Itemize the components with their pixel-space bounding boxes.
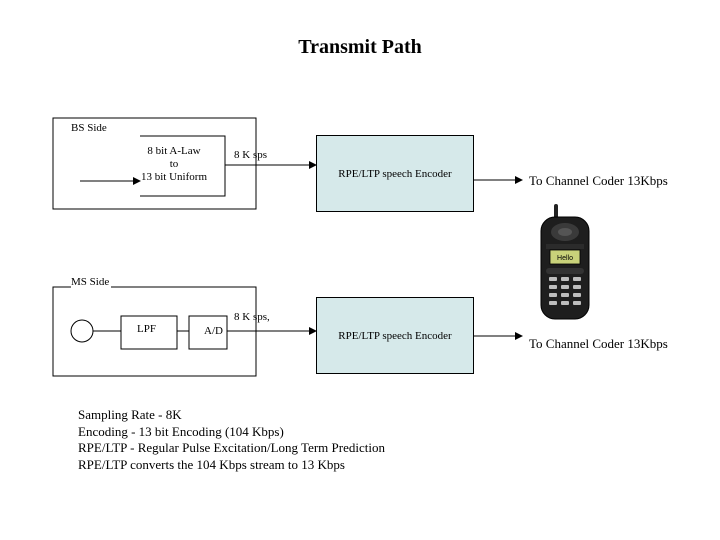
bs-converter-line-3: 13 bit Uniform [141, 171, 207, 183]
bs-converter-box [140, 135, 226, 197]
note-line-4: RPE/LTP converts the 104 Kbps stream to … [78, 456, 345, 472]
ms-output-label: To Channel Coder 13Kbps [529, 336, 668, 351]
bs-side-label: BS Side [71, 122, 107, 134]
bs-encoder-box [316, 135, 474, 212]
ms-ad-box [188, 315, 228, 350]
phone-screen-text: Hello [557, 255, 573, 262]
bs-converter-line-1: 8 bit A-Law [147, 145, 201, 157]
ms-lpf-box [120, 315, 178, 350]
ms-rate-label: 8 K sps, [234, 311, 270, 323]
microphone-icon [70, 319, 94, 343]
note-line-3: RPE/LTP - Regular Pulse Excitation/Long … [78, 440, 385, 455]
bs-rate-label: 8 K sps [234, 149, 268, 161]
ms-encoder-box [316, 297, 474, 374]
notes-block: Sampling Rate - 8K Encoding - 13 bit Enc… [78, 407, 385, 473]
bs-side-panel [52, 117, 257, 210]
bs-output-label: To Channel Coder 13Kbps [529, 173, 668, 188]
bs-converter-line-2: to [169, 158, 179, 170]
ms-ad-label: A/D [204, 325, 223, 337]
bs-encoder-label: RPE/LTP speech Encoder [338, 168, 452, 180]
ms-lpf-label: LPF [137, 323, 156, 335]
ms-encoder-label: RPE/LTP speech Encoder [338, 330, 452, 342]
ms-side-label: MS Side [71, 276, 112, 288]
note-line-1: Sampling Rate - 8K [78, 407, 182, 422]
note-line-2: Encoding - 13 bit Encoding (104 Kbps) [78, 423, 284, 439]
mobile-phone-icon: Hello [540, 204, 590, 320]
bs-converter-label: 8 bit A-Law to 13 bit Uniform [122, 145, 226, 184]
page-title: Transmit Path [298, 36, 422, 58]
